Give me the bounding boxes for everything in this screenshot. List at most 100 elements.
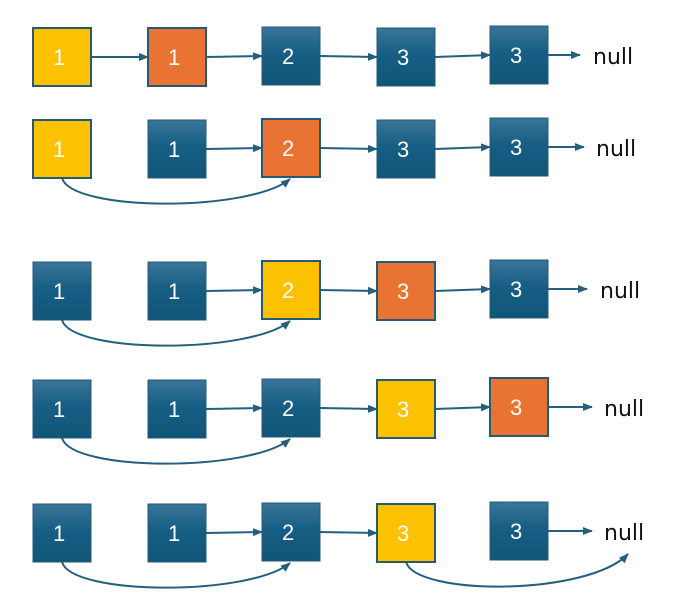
skip-pointer-curve xyxy=(61,437,291,465)
list-node: 1 xyxy=(147,27,207,87)
next-pointer-arrow xyxy=(319,144,378,153)
node-box-default xyxy=(376,27,436,87)
null-label: null xyxy=(600,279,640,304)
node-box-prev xyxy=(32,27,92,87)
node-box-default xyxy=(376,119,436,179)
node-value: 1 xyxy=(168,137,180,162)
list-row-4: 1 1 2 3 3 null xyxy=(32,377,644,465)
null-label: null xyxy=(596,137,636,162)
node-box-prev xyxy=(261,260,321,320)
node-value: 3 xyxy=(510,519,522,544)
next-pointer-arrow xyxy=(319,528,378,537)
next-pointer-arrow xyxy=(205,52,263,61)
next-pointer-arrow xyxy=(319,52,378,61)
node-box-default xyxy=(261,378,321,438)
node-box-default xyxy=(32,503,92,563)
node-value: 3 xyxy=(510,135,522,160)
node-value: 3 xyxy=(510,277,522,302)
node-value: 2 xyxy=(282,520,294,545)
node-value: 3 xyxy=(397,137,409,162)
node-value: 2 xyxy=(282,136,294,161)
node-box-default xyxy=(489,117,549,177)
node-value: 3 xyxy=(510,395,522,420)
list-node: 3 xyxy=(376,503,436,563)
node-value: 1 xyxy=(53,397,65,422)
null-label: null xyxy=(593,45,633,70)
list-node: 1 xyxy=(32,379,92,439)
list-node: 3 xyxy=(489,501,549,561)
list-node: 3 xyxy=(376,27,436,87)
node-box-current xyxy=(376,261,436,321)
list-row-5: 1 1 2 3 3 null xyxy=(32,501,644,589)
list-node: 2 xyxy=(261,118,321,178)
list-row-3: 1 1 2 3 3 null xyxy=(32,259,640,347)
node-box-default xyxy=(489,259,549,319)
node-box-default xyxy=(32,379,92,439)
node-value: 1 xyxy=(168,521,180,546)
node-box-default xyxy=(489,501,549,561)
list-node: 2 xyxy=(261,502,321,562)
null-label: null xyxy=(604,521,644,546)
list-node: 2 xyxy=(261,378,321,438)
node-box-default xyxy=(147,261,207,321)
list-node: 3 xyxy=(489,259,549,319)
node-value: 3 xyxy=(397,397,409,422)
list-node: 1 xyxy=(32,27,92,87)
next-pointer-arrow xyxy=(319,404,378,413)
node-box-default xyxy=(261,502,321,562)
node-box-prev xyxy=(32,119,92,179)
node-value: 1 xyxy=(168,45,180,70)
next-pointer-arrow xyxy=(434,51,491,60)
list-node: 3 xyxy=(376,261,436,321)
next-pointer-arrow xyxy=(434,285,491,294)
next-pointer-arrow xyxy=(319,286,378,295)
node-value: 2 xyxy=(282,278,294,303)
next-pointer-arrow xyxy=(205,528,263,537)
node-box-default xyxy=(32,261,92,321)
list-node: 1 xyxy=(147,119,207,179)
node-value: 1 xyxy=(168,279,180,304)
node-box-current xyxy=(147,27,207,87)
node-value: 3 xyxy=(397,279,409,304)
list-node: 2 xyxy=(261,26,321,86)
list-node: 2 xyxy=(261,260,321,320)
node-value: 1 xyxy=(53,521,65,546)
node-value: 3 xyxy=(397,521,409,546)
skip-pointer-curve xyxy=(405,553,629,588)
node-box-current xyxy=(489,377,549,437)
node-value: 3 xyxy=(397,45,409,70)
node-value: 1 xyxy=(53,45,65,70)
list-node: 1 xyxy=(147,261,207,321)
next-pointer-arrow xyxy=(205,144,263,153)
null-label: null xyxy=(604,397,644,422)
node-box-current xyxy=(261,118,321,178)
node-value: 1 xyxy=(168,397,180,422)
list-row-1: 1 1 2 3 3 null xyxy=(32,25,633,87)
node-value: 3 xyxy=(510,43,522,68)
next-pointer-arrow xyxy=(205,286,263,295)
list-node: 3 xyxy=(376,379,436,439)
node-box-prev xyxy=(376,503,436,563)
node-value: 2 xyxy=(282,396,294,421)
next-pointer-arrow xyxy=(205,404,263,413)
node-box-default xyxy=(147,379,207,439)
node-value: 1 xyxy=(53,279,65,304)
list-node: 1 xyxy=(147,503,207,563)
list-node: 3 xyxy=(489,117,549,177)
list-node: 3 xyxy=(489,25,549,85)
skip-pointer-curve xyxy=(61,561,291,589)
node-box-default xyxy=(261,26,321,86)
next-pointer-arrow xyxy=(434,403,491,412)
node-box-prev xyxy=(376,379,436,439)
list-row-2: 1 1 2 3 3 null xyxy=(32,117,636,205)
list-node: 1 xyxy=(32,119,92,179)
skip-pointer-curve xyxy=(61,319,291,347)
list-node: 3 xyxy=(489,377,549,437)
node-box-default xyxy=(489,25,549,85)
list-node: 1 xyxy=(147,379,207,439)
next-pointer-arrow xyxy=(434,143,491,152)
list-node: 1 xyxy=(32,261,92,321)
list-node: 1 xyxy=(32,503,92,563)
skip-pointer-curve xyxy=(61,177,291,205)
